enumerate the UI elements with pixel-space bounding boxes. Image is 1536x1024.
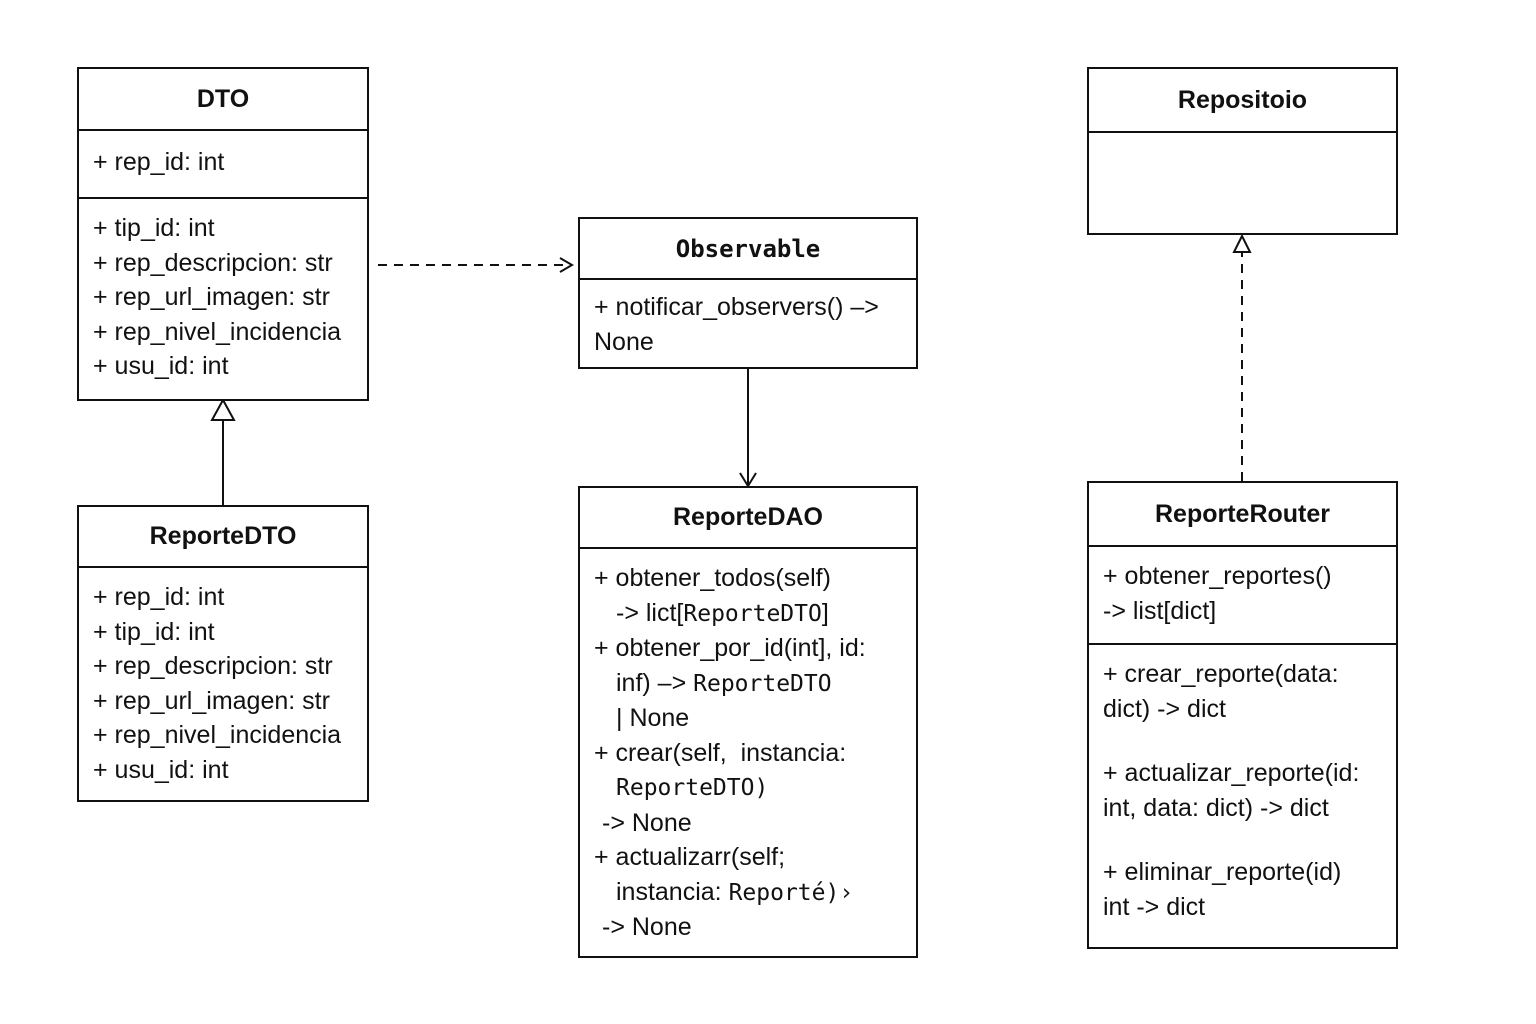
method-continuation: ReporteDTO) bbox=[594, 770, 916, 806]
class-title: ReporteDAO bbox=[580, 488, 916, 549]
attribute: + rep_url_imagen: str bbox=[93, 283, 330, 311]
method-continuation: int, data: dict) -> dict bbox=[1103, 793, 1329, 822]
methods-section: + obtener_reportes() -> list[dict] bbox=[1089, 547, 1396, 645]
type-text: ReporteDTO bbox=[693, 670, 832, 697]
attribute: + rep_nivel_incidencia bbox=[93, 317, 342, 346]
inheritance-arrow-reportedto-dto bbox=[210, 397, 236, 505]
type-text: ReporteDTO bbox=[683, 600, 822, 627]
method: + obtener_por_id(int], id: bbox=[594, 634, 866, 662]
method-text: instancia: bbox=[616, 877, 729, 906]
method: + actualizarr(self; bbox=[594, 843, 786, 871]
method-text: -> lict[ bbox=[616, 598, 684, 627]
class-repositorio: Repositoio bbox=[1087, 67, 1398, 235]
attribute: + rep_url_imagen: str bbox=[93, 686, 330, 715]
class-title: DTO bbox=[79, 69, 367, 131]
method: None bbox=[594, 327, 654, 356]
type-text: Reporté)› bbox=[728, 879, 854, 906]
method-continuation: | None bbox=[616, 704, 690, 732]
method-continuation: instancia: Reporté)› bbox=[594, 875, 916, 911]
attributes-section: + tip_id: int + rep_descripcion: str + r… bbox=[79, 199, 367, 384]
class-title: ReporteDTO bbox=[79, 507, 367, 568]
methods-section: + notificar_observers() –> None bbox=[580, 280, 916, 359]
attribute: + rep_descripcion: str bbox=[93, 652, 333, 680]
class-title: Repositoio bbox=[1089, 69, 1396, 133]
method-continuation: -> list[dict] bbox=[1103, 596, 1217, 625]
methods-section: + crear_reporte(data: dict) -> dict + ac… bbox=[1089, 645, 1396, 924]
class-title: ReporteRouter bbox=[1089, 483, 1396, 547]
attributes-section: + rep_id: int + tip_id: int + rep_descri… bbox=[79, 568, 367, 787]
method-text: inf) –> bbox=[616, 668, 694, 697]
method: + crear_reporte(data: bbox=[1103, 660, 1339, 688]
attribute: + rep_descripcion: str bbox=[93, 248, 333, 277]
attributes-section: + rep_id: int bbox=[79, 131, 367, 199]
method: + actualizar_reporte(id: bbox=[1103, 759, 1360, 787]
method-continuation: -> None bbox=[602, 808, 692, 837]
attribute: + rep_id: int bbox=[93, 148, 225, 176]
method-text: ] bbox=[821, 598, 829, 627]
realization-arrow-reporterouter-repositorio bbox=[1232, 233, 1252, 481]
method: + notificar_observers() –> bbox=[594, 293, 879, 321]
method: + obtener_todos(self) bbox=[594, 564, 831, 592]
attribute: + rep_id: int bbox=[93, 583, 225, 611]
method: + eliminar_reporte(id) bbox=[1103, 858, 1342, 886]
attribute: + usu_id: int bbox=[93, 352, 229, 380]
method-continuation: -> lict[ReporteDTO] bbox=[594, 596, 916, 632]
method: + obtener_reportes() bbox=[1103, 562, 1332, 590]
class-reportedao: ReporteDAO + obtener_todos(self) -> lict… bbox=[578, 486, 918, 958]
class-observable: Observable + notificar_observers() –> No… bbox=[578, 217, 918, 369]
attribute: + rep_nivel_incidencia bbox=[93, 721, 342, 749]
class-reporterouter: ReporteRouter + obtener_reportes() -> li… bbox=[1087, 481, 1398, 949]
method: + crear(self, instancia: bbox=[594, 738, 847, 767]
class-title: Observable bbox=[580, 219, 916, 280]
type-text: ReporteDTO) bbox=[616, 775, 769, 801]
method-continuation: dict) -> dict bbox=[1103, 694, 1226, 723]
class-reportedto: ReporteDTO + rep_id: int + tip_id: int +… bbox=[77, 505, 369, 802]
class-dto: DTO + rep_id: int + tip_id: int + rep_de… bbox=[77, 67, 369, 401]
method-continuation: inf) –> ReporteDTO bbox=[594, 666, 916, 702]
association-arrow-observable-reportedao bbox=[739, 368, 757, 488]
method-continuation: int -> dict bbox=[1103, 892, 1206, 921]
methods-section: + obtener_todos(self) -> lict[ReporteDTO… bbox=[580, 549, 916, 945]
attribute: + tip_id: int bbox=[93, 617, 215, 646]
attribute: + tip_id: int bbox=[93, 214, 215, 242]
attribute: + usu_id: int bbox=[93, 755, 229, 784]
dependency-arrow-dto-observable bbox=[378, 257, 574, 273]
method-continuation: -> None bbox=[602, 913, 692, 941]
